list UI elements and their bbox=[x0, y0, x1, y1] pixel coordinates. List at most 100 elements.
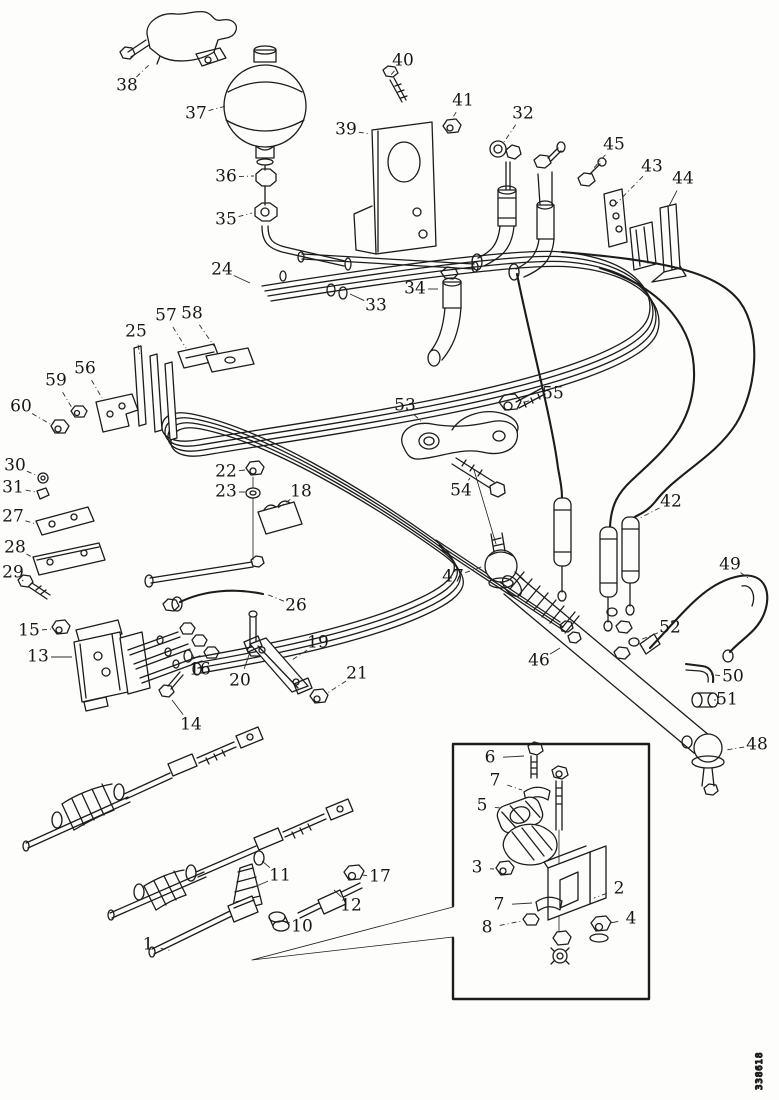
leader-line bbox=[21, 579, 24, 582]
diagram-artwork: 338618 bbox=[17, 10, 769, 1091]
detail-inset bbox=[451, 741, 651, 1001]
part-callout-30: 30 bbox=[4, 456, 26, 476]
leader-line bbox=[172, 326, 187, 349]
bolt-6 bbox=[527, 741, 544, 779]
part-callout-35: 35 bbox=[215, 210, 237, 230]
part-callout-39: 39 bbox=[335, 120, 357, 140]
valve-pipes-16 bbox=[127, 622, 220, 684]
leader-line bbox=[361, 874, 368, 877]
part-callout-52: 52 bbox=[659, 618, 681, 638]
leader-line bbox=[26, 470, 39, 477]
part-callout-45: 45 bbox=[603, 135, 625, 155]
clamp-18 bbox=[257, 500, 303, 535]
part-callout-49: 49 bbox=[719, 555, 741, 575]
part-callout-43: 43 bbox=[641, 157, 663, 177]
valve-body-13 bbox=[73, 619, 151, 712]
part-callout-20: 20 bbox=[229, 671, 251, 691]
part-callout-21: 21 bbox=[346, 664, 368, 684]
part-callout-27: 27 bbox=[2, 507, 24, 527]
part-callout-5: 5 bbox=[477, 796, 488, 816]
part-callout-34: 34 bbox=[404, 279, 426, 299]
part-callout-42: 42 bbox=[660, 492, 682, 512]
rubber-saddle bbox=[502, 823, 558, 866]
part-callout-24: 24 bbox=[211, 260, 233, 280]
part-callout-1: 1 bbox=[143, 935, 154, 955]
part-callout-54: 54 bbox=[450, 481, 472, 501]
u-bracket-2 bbox=[543, 845, 607, 921]
leader-line bbox=[549, 647, 561, 655]
clamp-half-7-lower bbox=[535, 896, 563, 912]
nut-59 bbox=[70, 405, 88, 418]
bracket-43 bbox=[603, 188, 628, 248]
leader-line bbox=[31, 413, 51, 425]
ball-joint-48 bbox=[681, 733, 725, 796]
part-callout-56: 56 bbox=[74, 359, 96, 379]
leader-line bbox=[639, 632, 659, 641]
leader-line bbox=[593, 892, 607, 899]
part-callout-29: 29 bbox=[2, 563, 24, 583]
hose-49 bbox=[639, 574, 769, 663]
nut-22 bbox=[245, 460, 265, 476]
fitting-51 bbox=[691, 692, 719, 708]
part-callout-53: 53 bbox=[394, 396, 416, 416]
accumulator-37 bbox=[223, 45, 307, 166]
part-callout-37: 37 bbox=[185, 104, 207, 124]
bracket-clamp-38 bbox=[119, 10, 237, 67]
leader-line bbox=[591, 154, 606, 171]
steel-pipe bbox=[279, 251, 479, 300]
bracket-56 bbox=[95, 393, 139, 433]
plate-28 bbox=[32, 542, 106, 576]
washer-23 bbox=[245, 487, 261, 499]
part-callout-51: 51 bbox=[716, 690, 738, 710]
part-callout-38: 38 bbox=[116, 76, 138, 96]
part-callout-15: 15 bbox=[18, 621, 40, 641]
elbow-fitting-34 bbox=[427, 266, 462, 367]
part-callout-17: 17 bbox=[369, 867, 391, 887]
part-callout-12: 12 bbox=[340, 896, 362, 916]
part-callout-47: 47 bbox=[442, 567, 464, 587]
leader-line bbox=[503, 124, 517, 143]
bolt-29 bbox=[17, 574, 51, 600]
leader-line bbox=[160, 947, 173, 952]
leader-line bbox=[468, 477, 471, 481]
stud-55 bbox=[498, 387, 546, 411]
inset-pointer-lines bbox=[251, 906, 454, 961]
leader-line bbox=[26, 553, 35, 559]
hydraulic-hoses bbox=[515, 250, 756, 529]
drawing-number: 338618 bbox=[755, 1052, 765, 1090]
clamp-bar-19 bbox=[243, 635, 313, 695]
part-callout-2: 2 bbox=[614, 879, 625, 899]
leader-line bbox=[136, 63, 151, 78]
part-callout-18: 18 bbox=[290, 482, 312, 502]
part-callout-40: 40 bbox=[392, 51, 414, 71]
part-callout-7: 7 bbox=[494, 895, 505, 915]
part-callout-23: 23 bbox=[215, 482, 237, 502]
part-callout-4: 4 bbox=[626, 909, 637, 929]
stud-31 bbox=[36, 487, 50, 500]
part-callout-59: 59 bbox=[45, 371, 67, 391]
hose-26 bbox=[162, 589, 265, 612]
fitting-45 bbox=[577, 157, 607, 187]
part-callout-19: 19 bbox=[307, 633, 329, 653]
leader-line bbox=[25, 489, 37, 493]
part-callout-14: 14 bbox=[180, 715, 202, 735]
leader-line bbox=[291, 649, 308, 661]
leader-line bbox=[494, 806, 501, 809]
leader-line bbox=[502, 755, 525, 758]
fittings-52 bbox=[606, 607, 640, 660]
part-callout-60: 60 bbox=[10, 397, 32, 417]
leader-line bbox=[517, 397, 541, 405]
leader-line bbox=[283, 920, 290, 924]
part-callout-55: 55 bbox=[542, 384, 564, 404]
leader-line bbox=[611, 175, 644, 209]
leader-line bbox=[609, 920, 619, 924]
bolt-14 bbox=[158, 671, 184, 698]
leader-line bbox=[277, 499, 291, 509]
leader-line bbox=[265, 593, 285, 602]
nut-4 bbox=[589, 915, 612, 943]
bracket-27 bbox=[35, 506, 95, 536]
leader-line bbox=[62, 391, 73, 409]
lock-nuts bbox=[550, 930, 572, 965]
